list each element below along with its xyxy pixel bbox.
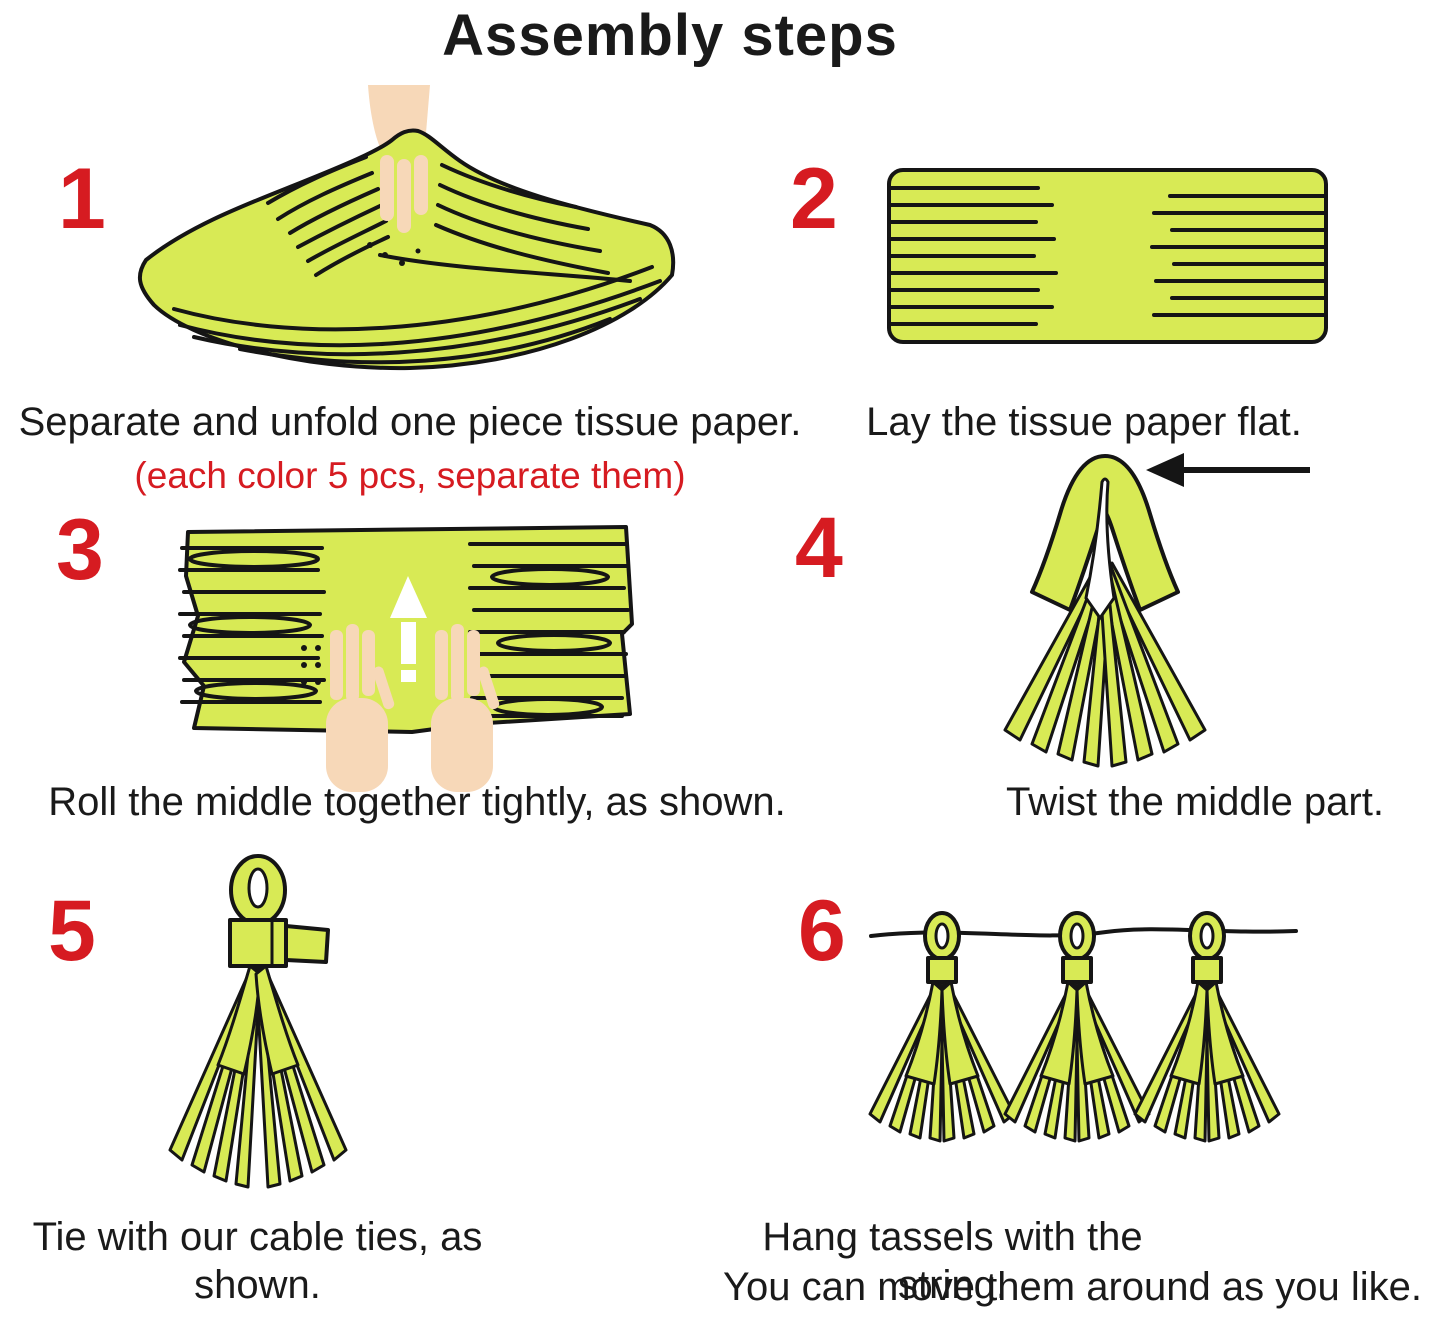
step5-illustration: [168, 854, 348, 1189]
right-fringe-lines: [1150, 194, 1327, 317]
step-number-3: 3: [56, 502, 104, 598]
page-title: Assembly steps: [442, 3, 898, 68]
left-arrow-icon: [1146, 453, 1310, 487]
step5-caption: Tie with our cable ties, as shown.: [32, 1215, 483, 1307]
step3-illustration: [178, 525, 634, 792]
step-number-2: 2: [790, 151, 838, 247]
step-number-6: 6: [798, 883, 846, 979]
center-slit: [1084, 477, 1116, 621]
tassel-icon: [1133, 911, 1281, 1143]
front-legs: [216, 964, 300, 1076]
tassel-icon: [868, 911, 1016, 1143]
step4-caption: Twist the middle part.: [1006, 780, 1384, 824]
step1-caption: Separate and unfold one piece tissue pap…: [18, 400, 802, 444]
step1-illustration: [137, 85, 676, 371]
step2-illustration: [887, 168, 1328, 344]
pinch-dots: [367, 242, 421, 266]
grip-dots: [301, 645, 321, 685]
step2-caption: Lay the tissue paper flat.: [866, 400, 1302, 444]
step6-caption-line2: You can move them around as you like.: [723, 1265, 1422, 1309]
cable-tie-band: [228, 918, 330, 968]
step6-caption-line1: Hang tassels with the string.: [762, 1215, 1143, 1307]
fringe-fold-lines: [172, 155, 662, 365]
up-arrow-icon: [390, 576, 427, 682]
step-number-5: 5: [48, 883, 96, 979]
step6-illustration: [868, 911, 1298, 1143]
step-number-1: 1: [58, 151, 106, 247]
left-fold-lines: [178, 546, 326, 704]
left-hand-icon: [326, 624, 395, 792]
step4-illustration: [1003, 453, 1310, 768]
step3-caption: Roll the middle together tightly, as sho…: [48, 780, 786, 824]
right-hand-icon: [431, 624, 500, 792]
left-fringe-lines: [888, 186, 1058, 326]
fingers-icon: [380, 155, 428, 233]
step-number-4: 4: [795, 500, 843, 596]
tassel-icon: [1003, 911, 1151, 1143]
step1-subcaption: (each color 5 pcs, separate them): [134, 455, 686, 496]
hanging-loop-icon: [229, 854, 287, 926]
